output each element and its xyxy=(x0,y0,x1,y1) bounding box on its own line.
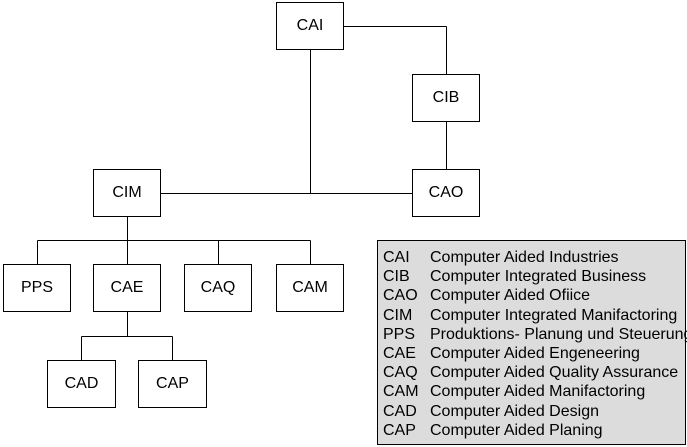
legend-text: Computer Aided Quality Assurance xyxy=(430,364,679,382)
node-cim: CIM xyxy=(93,169,161,217)
legend-text: Computer Aided Ofiice xyxy=(430,287,591,305)
node-caq-label: CAQ xyxy=(200,279,236,296)
legend-row: CAE Computer Aided Engeneering xyxy=(383,344,685,363)
legend-abbr: CAQ xyxy=(383,364,418,382)
legend-abbr: CAI xyxy=(383,249,410,266)
legend-row: CAP Computer Aided Planing xyxy=(383,421,685,440)
legend-abbr: CAE xyxy=(383,344,416,362)
node-cib-label: CIB xyxy=(432,89,460,106)
legend-abbr: CAO xyxy=(383,287,418,305)
legend-row: PPS Produktions- Planung und Steuerung xyxy=(383,325,687,344)
legend-row: CAI Computer Aided Industries xyxy=(383,248,685,267)
node-cai: CAI xyxy=(276,2,344,50)
legend-text: Computer Aided Design xyxy=(430,402,599,420)
node-cad-label: CAD xyxy=(64,375,99,392)
legend-row: CIB Computer Integrated Business xyxy=(383,267,685,286)
node-pps: PPS xyxy=(3,264,71,312)
legend-abbr: CAD xyxy=(383,402,417,420)
legend-row: CIM Computer Integrated Manifactoring xyxy=(383,306,685,325)
node-caq: CAQ xyxy=(184,264,252,312)
node-cae-label: CAE xyxy=(110,279,144,296)
node-cap: CAP xyxy=(138,360,207,408)
node-pps-label: PPS xyxy=(20,279,53,296)
node-cao-label: CAO xyxy=(428,184,464,201)
node-cam-label: CAM xyxy=(292,279,328,296)
legend-text: Computer Aided Engeneering xyxy=(430,344,640,362)
legend-abbr: CIB xyxy=(383,268,410,286)
legend-row: CAQ Computer Aided Quality Assurance xyxy=(383,363,685,382)
legend-row: CAO Computer Aided Ofiice xyxy=(383,286,685,305)
legend-row: CAM Computer Aided Manifactoring xyxy=(383,382,685,401)
node-cib: CIB xyxy=(412,74,480,122)
legend-box: CAI Computer Aided Industries CIB Computer… xyxy=(377,240,687,445)
legend-text: Produktions- Planung und Steuerung xyxy=(430,325,687,343)
node-cad: CAD xyxy=(47,360,116,408)
node-cim-label: CIM xyxy=(112,184,142,201)
legend-text: Computer Integrated Business xyxy=(430,268,647,286)
legend-text: Computer Aided Planing xyxy=(430,421,603,439)
legend-text: Computer Aided Industries xyxy=(430,249,619,266)
node-cai-label: CAI xyxy=(296,17,324,34)
node-cam: CAM xyxy=(276,264,344,312)
legend-abbr: CAP xyxy=(383,421,416,439)
node-cae: CAE xyxy=(93,264,161,312)
legend-abbr: CIM xyxy=(383,306,413,324)
node-cao: CAO xyxy=(412,169,480,217)
legend-row: CAD Computer Aided Design xyxy=(383,402,685,421)
legend-abbr: PPS xyxy=(383,325,416,343)
legend-abbr: CAM xyxy=(383,383,419,401)
legend-text: Computer Integrated Manifactoring xyxy=(430,306,678,324)
node-cap-label: CAP xyxy=(156,375,189,392)
legend-text: Computer Aided Manifactoring xyxy=(430,383,646,401)
